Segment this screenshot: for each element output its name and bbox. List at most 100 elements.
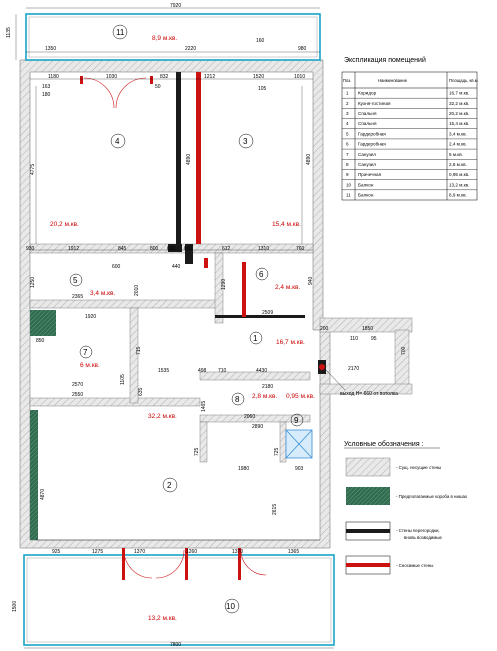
niche-boxes xyxy=(30,310,56,540)
dim-498: 498 xyxy=(198,368,207,374)
dim-160: 160 xyxy=(256,38,265,44)
dim-930: 930 xyxy=(26,246,35,252)
table-cell-area: 32,2 м.кв. xyxy=(449,101,469,106)
dim-1912: 1912 xyxy=(68,246,79,252)
room-4-area: 20,2 м.кв. xyxy=(50,221,79,228)
dim-1370-b: 1370 xyxy=(232,549,243,555)
dim-2060: 2060 xyxy=(244,414,255,420)
dim-1310: 1310 xyxy=(258,246,269,252)
dim-2220: 2220 xyxy=(185,46,196,52)
room-1-number: 1 xyxy=(253,334,258,343)
dim-832: 832 xyxy=(160,74,169,80)
table-cell-area: 2,4 м.кв. xyxy=(449,142,467,147)
legend-label-bearing: - Сущ. несущие стены xyxy=(396,465,441,470)
room-2-area: 32,2 м.кв. xyxy=(148,413,177,420)
dim-163: 163 xyxy=(42,84,51,90)
table-cell-num: 9 xyxy=(346,172,349,177)
dim-850: 850 xyxy=(36,338,45,344)
dim-1980: 1980 xyxy=(238,466,249,472)
dimension-labels: 7920 1135 1350 2220 160 980 1180 1030 83… xyxy=(6,3,407,648)
room-6-number: 6 xyxy=(259,270,264,279)
dim-1350: 1350 xyxy=(45,46,56,52)
dim-800-a: 800 xyxy=(150,246,159,252)
room-1-area: 16,7 м.кв. xyxy=(276,339,305,346)
table-cell-num: 10 xyxy=(346,182,352,187)
room-2-number: 2 xyxy=(167,481,172,490)
dim-940: 940 xyxy=(308,276,314,285)
table-cell-num: 11 xyxy=(346,193,351,198)
dim-105: 105 xyxy=(258,86,267,92)
explication-title: Экспликация помещений xyxy=(344,56,426,64)
dim-left-top: 1135 xyxy=(6,27,12,38)
table-cell-area: 2,8 м.кв. xyxy=(449,162,467,167)
dim-845: 845 xyxy=(118,246,127,252)
col-header-num: Поз. xyxy=(343,78,351,83)
table-cell-name: Балкон xyxy=(358,193,374,198)
dim-1370-a: 1370 xyxy=(134,549,145,555)
dim-110: 110 xyxy=(350,336,358,342)
dim-440: 440 xyxy=(172,264,181,270)
dim-725-a: 725 xyxy=(194,447,200,456)
dim-612: 612 xyxy=(222,246,231,252)
dim-1535: 1535 xyxy=(158,368,169,374)
new-partitions xyxy=(168,72,305,318)
legend-label-box: - Предполагаемые короба в нишах xyxy=(396,494,468,499)
room-8-number: 8 xyxy=(235,395,240,404)
dim-1465: 1465 xyxy=(201,401,207,412)
demolished-walls xyxy=(80,72,246,580)
dim-710: 710 xyxy=(218,368,227,374)
table-cell-name: Балкон xyxy=(358,182,374,187)
dim-2010: 2010 xyxy=(134,285,140,296)
dim-2890: 2890 xyxy=(252,424,263,430)
dim-600-b: 600 xyxy=(167,246,176,252)
dim-600: 600 xyxy=(112,264,121,270)
dim-715: 715 xyxy=(136,346,142,355)
table-cell-area: 20,2 м.кв. xyxy=(449,111,469,116)
dim-635: 635 xyxy=(138,387,144,396)
legend-label-partition-2: вновь возводимые xyxy=(404,535,443,540)
balcony-top xyxy=(25,13,321,61)
balcony-bottom xyxy=(23,554,335,646)
table-cell-area: 6 м.кв. xyxy=(449,152,463,157)
table-cell-name: Санузел xyxy=(358,162,376,167)
dim-2570: 2570 xyxy=(72,382,83,388)
dim-1030: 1030 xyxy=(106,74,117,80)
col-header-name: Наименование xyxy=(378,78,408,83)
table-cell-name: Коридор xyxy=(358,91,377,96)
ventilation-note: выход Н= 660 от потолка xyxy=(340,391,398,397)
table-cell-name: Спальня xyxy=(358,121,377,126)
table-cell-num: 7 xyxy=(346,152,349,157)
dim-725-b: 725 xyxy=(274,447,280,456)
room-labels: 11 8,9 м.кв. 4 20,2 м.кв. 3 15,4 м.кв. 5… xyxy=(50,24,315,622)
dim-980: 980 xyxy=(298,46,307,52)
room-10-area: 13,2 м.кв. xyxy=(148,615,177,622)
dim-1520: 1520 xyxy=(253,74,264,80)
table-cell-area: 0,95 м.кв. xyxy=(449,172,469,177)
doors xyxy=(83,77,267,579)
table-cell-name: Гардеробная xyxy=(358,131,386,136)
dim-1250: 1250 xyxy=(30,277,36,288)
dim-700: 700 xyxy=(401,346,407,355)
room-8-area: 2,8 м.кв. xyxy=(252,393,277,400)
room-6-area: 2,4 м.кв. xyxy=(275,284,300,291)
dim-2170: 2170 xyxy=(348,366,359,372)
table-cell-num: 5 xyxy=(346,131,349,136)
dim-1010: 1010 xyxy=(294,74,305,80)
dim-1260: 1260 xyxy=(186,549,197,555)
dim-4890-a: 4890 xyxy=(186,154,192,165)
dim-1500: 1500 xyxy=(12,601,18,612)
table-cell-area: 13,2 м.кв. xyxy=(449,182,469,187)
legend-label-partition: - Стены перегородки, xyxy=(396,528,440,533)
room-10-number: 10 xyxy=(226,602,235,611)
dim-1365: 1365 xyxy=(288,549,299,555)
table-cell-name: Санузел xyxy=(358,152,376,157)
room-3-area: 15,4 м.кв. xyxy=(272,221,301,228)
table-cell-num: 8 xyxy=(346,162,349,167)
dimension-lines xyxy=(15,7,334,649)
room-11-area: 8,9 м.кв. xyxy=(152,35,177,42)
table-cell-area: 15,4 м.кв. xyxy=(449,121,469,126)
room-7-number: 7 xyxy=(83,348,88,357)
room-3-number: 3 xyxy=(243,137,248,146)
laundry-box xyxy=(285,429,313,459)
dim-1920: 1920 xyxy=(85,314,96,320)
